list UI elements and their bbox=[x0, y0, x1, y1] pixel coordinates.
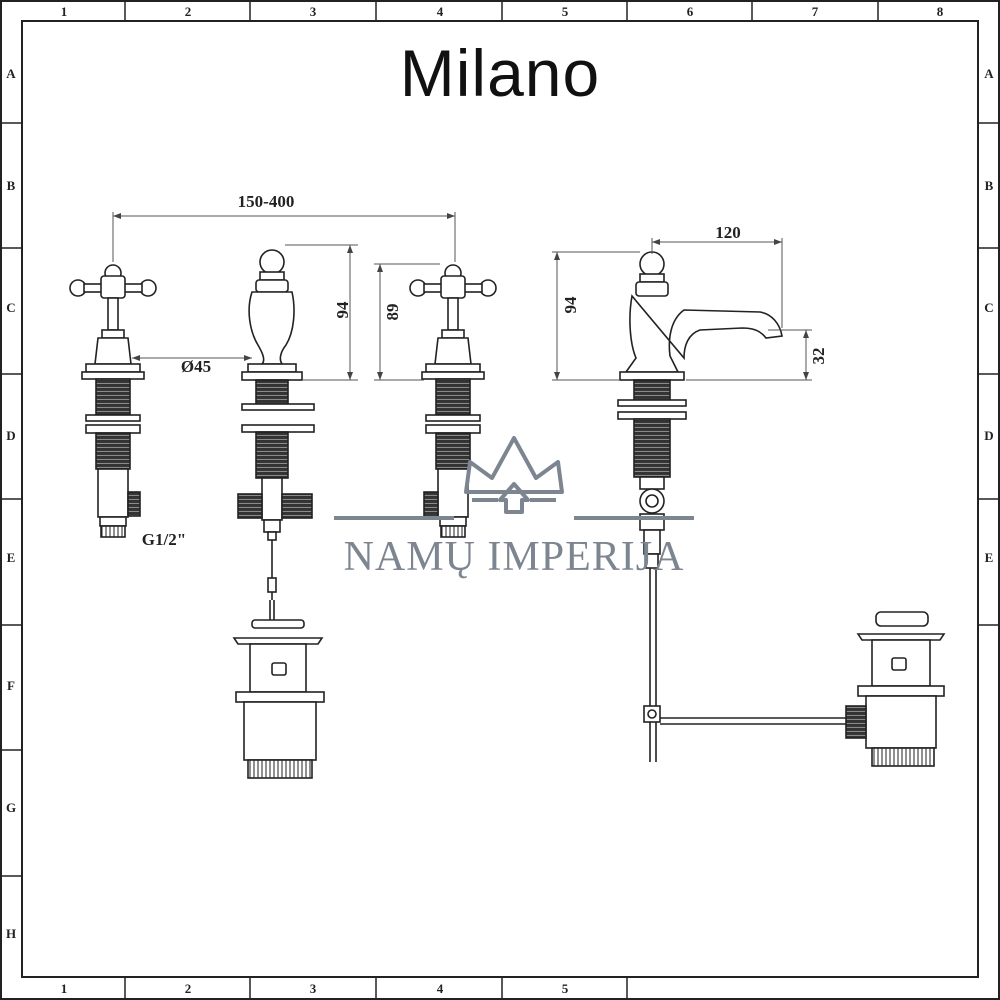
center-popup-waste bbox=[232, 619, 325, 779]
dimension-arrows bbox=[113, 213, 809, 380]
grid-column-labels-top: 1 2 3 4 5 6 7 8 bbox=[61, 4, 944, 19]
grid-col-6: 6 bbox=[687, 4, 694, 19]
watermark-crown-logo bbox=[334, 436, 694, 520]
grid-col-5: 5 bbox=[562, 4, 569, 19]
grid-col-8: 8 bbox=[937, 4, 944, 19]
grid-row-b: B bbox=[7, 178, 16, 193]
watermark-text: NAMŲ IMPERIJA bbox=[344, 534, 685, 580]
grid-row-labels-left: A B C D E F G H bbox=[6, 66, 16, 941]
grid-column-labels-bottom: 1 2 3 4 5 bbox=[61, 981, 569, 996]
grid-row-c: C bbox=[6, 300, 15, 315]
grid-col-4: 4 bbox=[437, 4, 444, 19]
left-cross-handle-valve bbox=[69, 264, 157, 538]
grid-col-1: 1 bbox=[61, 4, 68, 19]
dim-thread-label: G1/2" bbox=[142, 530, 186, 549]
grid-row-b-right: B bbox=[985, 178, 994, 193]
dim-reach-label: 120 bbox=[715, 223, 741, 242]
grid-row-c-right: C bbox=[984, 300, 993, 315]
grid-row-d-right: D bbox=[984, 428, 993, 443]
dim-height-right-label: 94 bbox=[561, 296, 580, 314]
grid-col-1-bottom: 1 bbox=[61, 981, 68, 996]
grid-row-h: H bbox=[6, 926, 16, 941]
grid-row-e-right: E bbox=[985, 550, 994, 565]
grid-row-f: F bbox=[7, 678, 15, 693]
dim-clearance-label: 32 bbox=[809, 348, 828, 365]
dimension-lines bbox=[112, 212, 812, 381]
grid-col-3-bottom: 3 bbox=[310, 981, 317, 996]
brand-title: Milano bbox=[400, 36, 600, 110]
center-spout-body bbox=[237, 249, 315, 620]
dim-height-left-label: 94 bbox=[333, 301, 352, 319]
grid-col-2: 2 bbox=[185, 4, 192, 19]
grid-row-a: A bbox=[6, 66, 16, 81]
grid-row-labels-right: A B C D E bbox=[984, 66, 994, 565]
right-cross-handle-valve bbox=[409, 264, 497, 538]
grid-row-g: G bbox=[6, 800, 16, 815]
monobloc-tap bbox=[617, 251, 846, 762]
grid-col-5-bottom: 5 bbox=[562, 981, 569, 996]
grid-col-2-bottom: 2 bbox=[185, 981, 192, 996]
grid-col-3: 3 bbox=[310, 4, 317, 19]
grid-row-a-right: A bbox=[984, 66, 994, 81]
dim-diameter-label: Ø45 bbox=[181, 357, 211, 376]
grid-row-e: E bbox=[7, 550, 16, 565]
grid-col-4-bottom: 4 bbox=[437, 981, 444, 996]
monobloc-popup-waste bbox=[845, 611, 946, 767]
grid-row-d: D bbox=[6, 428, 15, 443]
dim-spread-label: 150-400 bbox=[238, 192, 295, 211]
dim-handle-height-label: 89 bbox=[383, 304, 402, 321]
grid-col-7: 7 bbox=[812, 4, 819, 19]
